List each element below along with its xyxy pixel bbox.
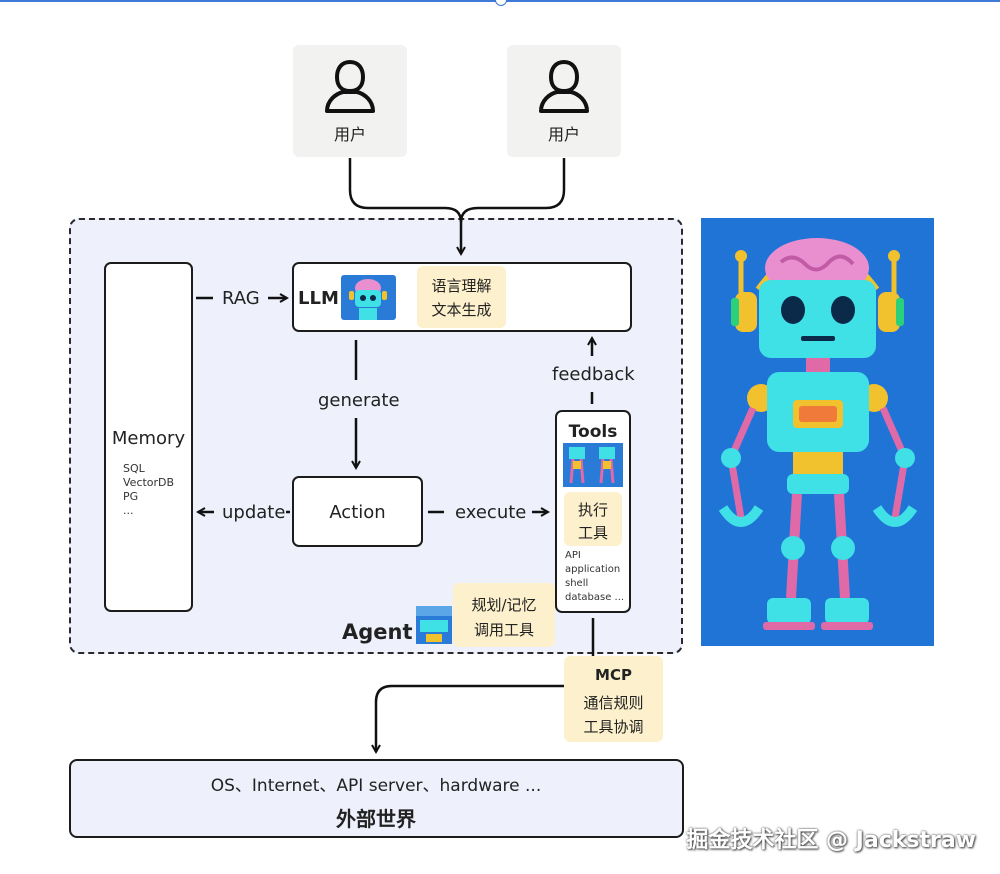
agent-robot-icon: [416, 606, 452, 644]
llm-tag-line2: 文本生成: [431, 301, 492, 319]
update-label: update: [222, 502, 286, 523]
tools-title: Tools: [568, 422, 618, 442]
mcp-line2: 工具协调: [583, 718, 644, 736]
mcp-line1: 通信规则: [583, 694, 644, 712]
tools-tag-line2: 工具: [577, 524, 608, 542]
agent-title: Agent: [342, 620, 413, 644]
tools-item: shell: [565, 578, 589, 589]
memory-item: PG: [123, 490, 139, 503]
feedback-label: feedback: [552, 364, 635, 385]
tools-capability-tag: 执行 工具: [564, 492, 622, 546]
action-label: Action: [329, 502, 386, 523]
mcp-tag: MCP 通信规则 工具协调: [564, 656, 663, 742]
tools-tag-line1: 执行: [577, 501, 608, 519]
tools-item: application: [565, 564, 621, 575]
rag-label: RAG: [222, 288, 260, 309]
llm-title: LLM: [298, 288, 339, 309]
tools-item: database ...: [565, 592, 625, 603]
execute-label: execute: [455, 502, 527, 523]
llm-capability-tag: 语言理解 文本生成: [417, 266, 506, 328]
llm-tag-line1: 语言理解: [431, 277, 492, 295]
user-icon: [325, 59, 375, 113]
generate-label: generate: [318, 390, 400, 411]
memory-item: ...: [123, 504, 134, 517]
mcp-title: MCP: [595, 666, 632, 684]
robot-illustration: [701, 218, 934, 646]
user-label: 用户: [333, 125, 366, 144]
memory-box: [104, 262, 193, 612]
user-box-2: 用户: [507, 45, 621, 157]
memory-item: SQL: [123, 462, 145, 475]
user-label: 用户: [547, 125, 580, 144]
tools-items: API application shell database ...: [565, 549, 624, 605]
external-world-resources: OS、Internet、API server、hardware ...: [210, 776, 542, 796]
memory-title: Memory: [111, 428, 186, 449]
agent-capability-tag: 规划/记忆 调用工具: [453, 583, 555, 647]
memory-items: SQL VectorDB PG ...: [123, 462, 174, 518]
user-box-1: 用户: [293, 45, 407, 157]
llm-robot-icon: [341, 275, 396, 320]
action-box: [292, 476, 423, 547]
tools-item: API: [565, 550, 581, 561]
external-world-box: OS、Internet、API server、hardware ... 外部世界: [69, 759, 684, 838]
memory-item: VectorDB: [123, 476, 175, 489]
agent-tag-line2: 调用工具: [473, 621, 534, 639]
tools-robot-icon: [563, 443, 623, 487]
external-world-title: 外部世界: [336, 807, 416, 831]
user-icon: [539, 59, 589, 113]
watermark: 掘金技术社区 @ Jackstraw: [686, 828, 976, 853]
agent-tag-line1: 规划/记忆: [471, 596, 537, 614]
